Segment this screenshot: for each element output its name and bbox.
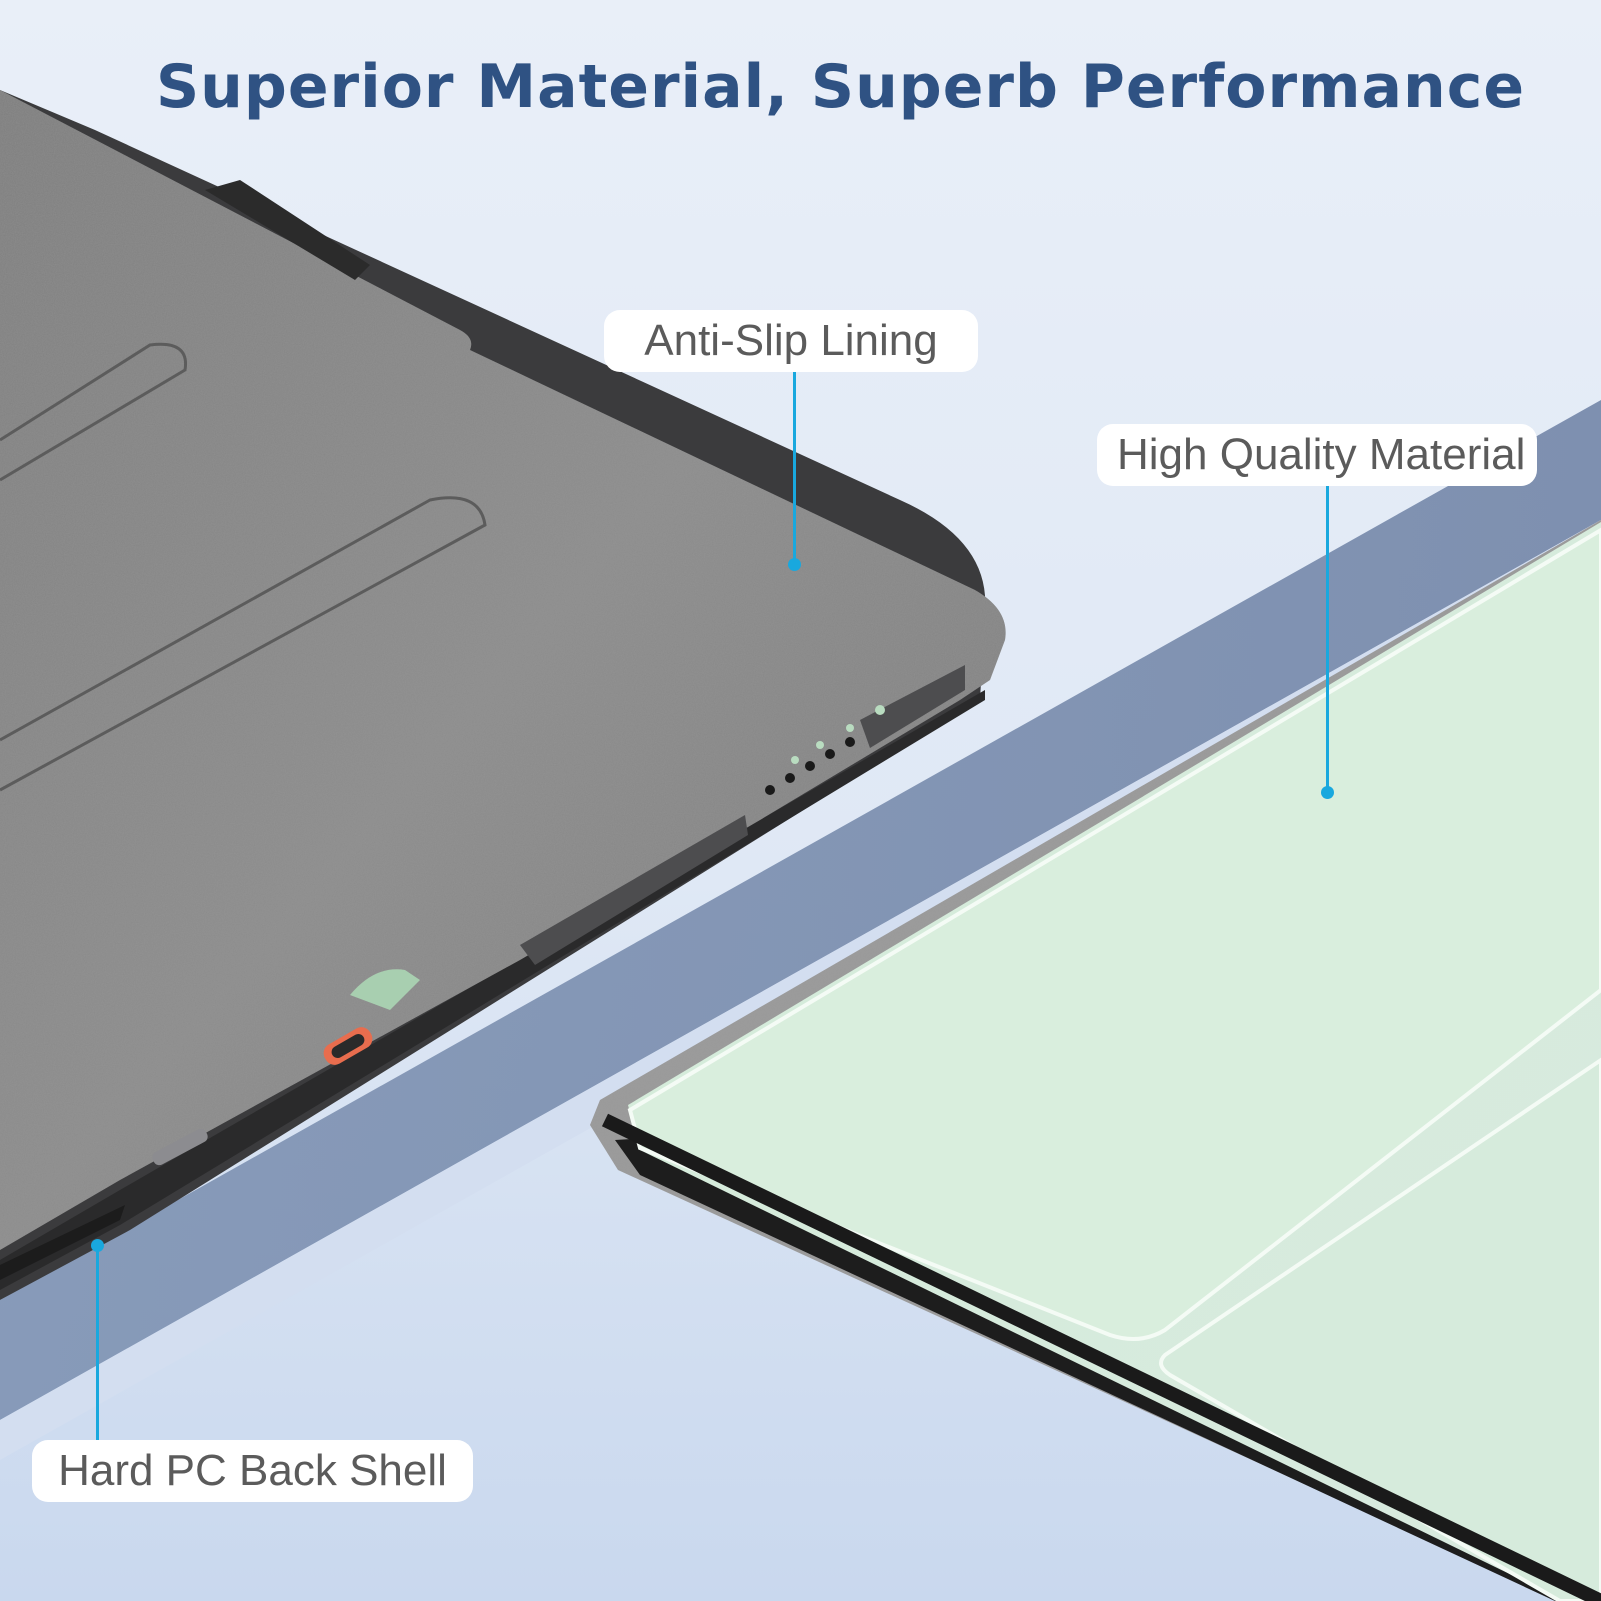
callout-anti-slip-line (793, 372, 796, 562)
side-button (152, 1128, 208, 1166)
callout-anti-slip-dot (788, 558, 801, 571)
case-black-rim (601, 1113, 1601, 1601)
green-accents (791, 705, 885, 764)
cover-groove-2 (0, 496, 487, 792)
case-fold-panel-right (1159, 1057, 1601, 1601)
callout-back-shell-dot (91, 1239, 104, 1252)
edge-bumper-2 (860, 665, 965, 748)
grey-tablet-case (0, 90, 1006, 1300)
green-case (590, 520, 1601, 1601)
tablet-cover-grain (0, 90, 1006, 1250)
speaker-holes (765, 737, 855, 795)
green-button-tab (350, 969, 420, 1010)
callout-material-line (1326, 486, 1329, 790)
callout-material-dot (1321, 786, 1334, 799)
edge-bumper-1 (520, 815, 748, 965)
page-headline: Superior Material, Superb Performance (155, 52, 1526, 122)
background-shadow-band (0, 400, 1601, 1420)
callout-anti-slip-label: Anti-Slip Lining (604, 310, 978, 372)
case-fold-panel-left (627, 527, 1601, 1341)
tablet-bottom-edge (0, 1205, 125, 1280)
callout-back-shell-label: Hard PC Back Shell (32, 1440, 473, 1502)
callout-back-shell-line (96, 1245, 99, 1440)
cover-groove-1 (0, 342, 188, 482)
callout-material-label: High Quality Material (1097, 424, 1537, 486)
pen-loop (205, 180, 370, 280)
